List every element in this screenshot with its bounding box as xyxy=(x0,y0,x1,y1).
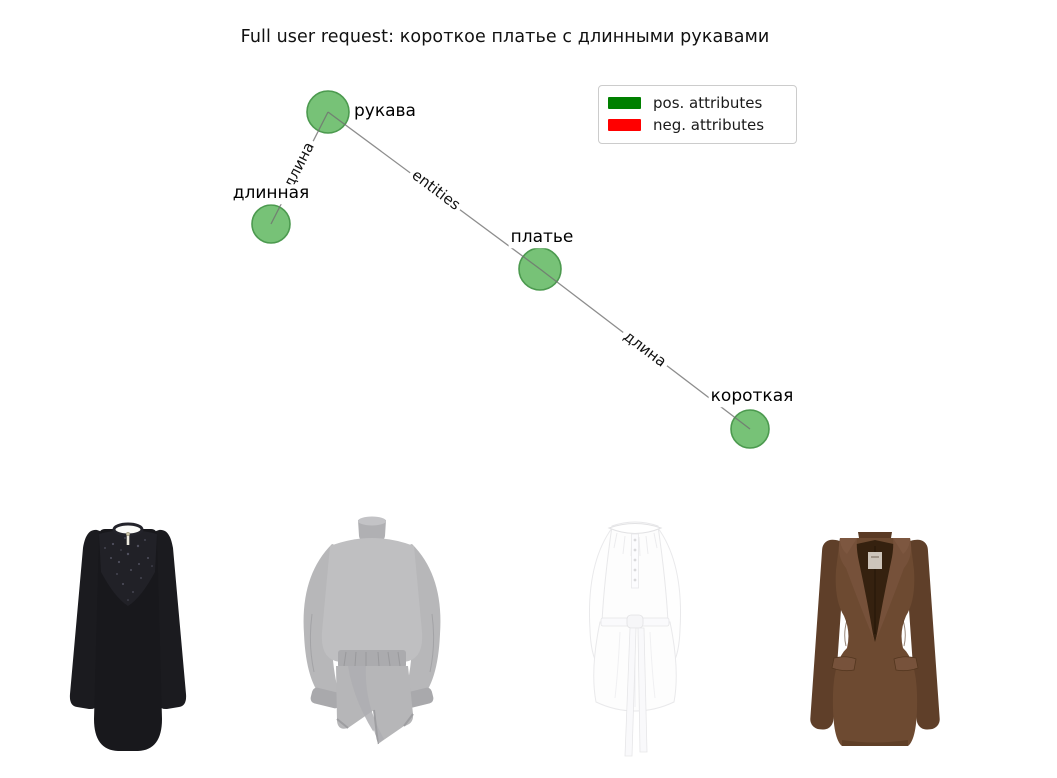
black-dress-image xyxy=(69,522,187,751)
pos-attributes-swatch xyxy=(608,97,641,109)
product-image-grey-dress xyxy=(292,514,452,762)
neg-attributes-label: neg. attributes xyxy=(653,116,765,134)
white-dress-image xyxy=(589,521,681,757)
neg-attributes-swatch xyxy=(608,119,641,131)
brown-dress-image xyxy=(810,532,940,746)
legend-row-pos: pos. attributes xyxy=(608,92,787,114)
grey-dress-image xyxy=(303,516,441,745)
product-image-black-dress xyxy=(53,514,203,762)
pos-attributes-label: pos. attributes xyxy=(653,94,763,112)
figure-title: Full user request: короткое платье с дли… xyxy=(240,27,770,47)
graph-edge-rukava-dlinnaya xyxy=(270,111,329,225)
product-image-brown-dress xyxy=(800,512,950,762)
legend: pos. attributes neg. attributes xyxy=(598,85,797,144)
product-image-white-dress xyxy=(570,512,700,762)
graph-edge-platye-korotkaya xyxy=(539,268,751,430)
graph-edge-rukava-platye xyxy=(327,111,541,270)
legend-row-neg: neg. attributes xyxy=(608,114,787,136)
